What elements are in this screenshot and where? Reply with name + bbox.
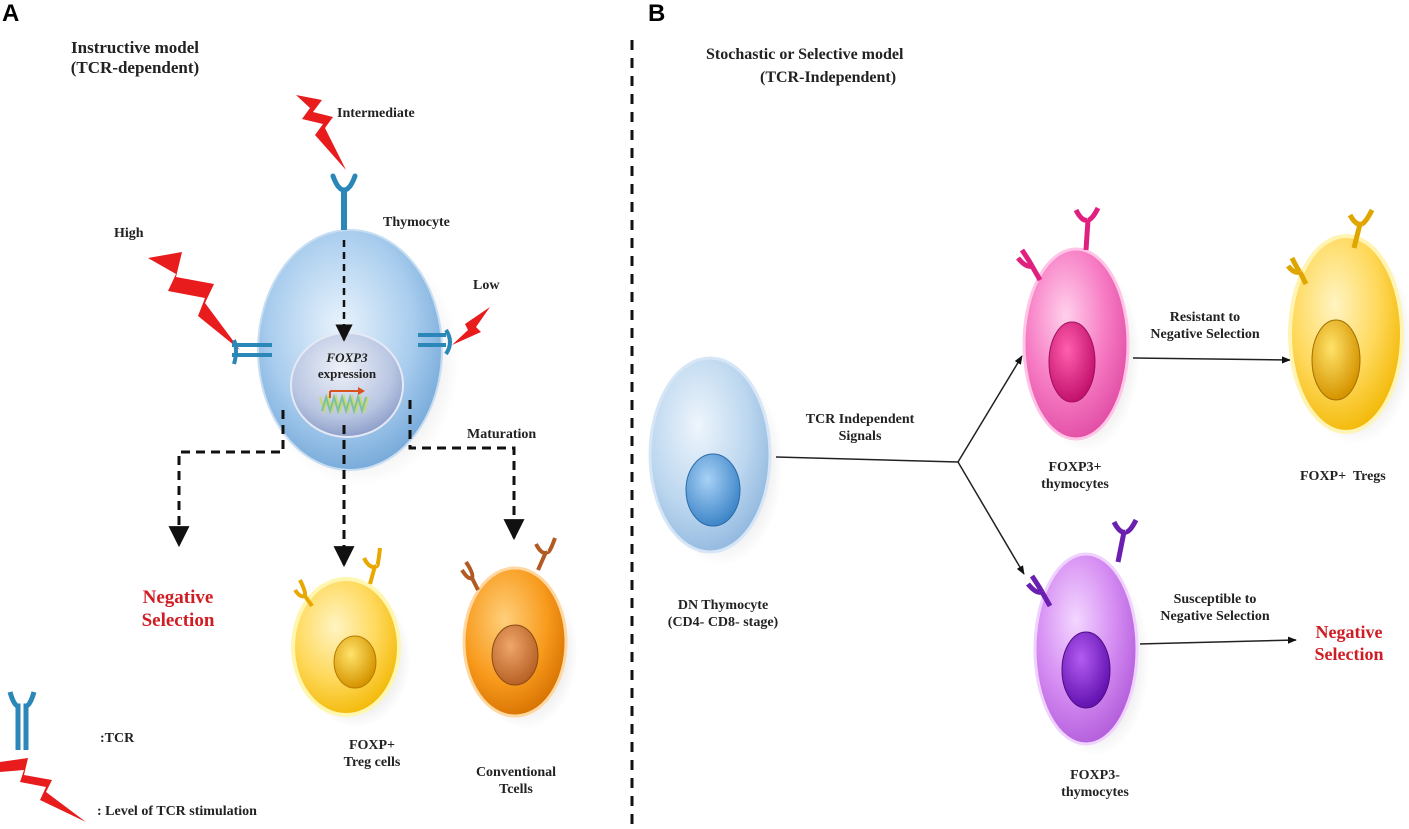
tcr-top-icon [333, 176, 355, 230]
conventional-nucleus [491, 624, 539, 686]
panel-a-letter: A [2, 0, 20, 27]
label-susceptible: Susceptible to Negative Selection [1140, 592, 1290, 626]
legend-tcr-icon [7, 691, 37, 750]
panel-a-title-line2: (TCR-dependent) [70, 58, 200, 78]
foxp3pos-line1: FOXP3+ [1048, 460, 1102, 475]
tcr-left-icon [230, 339, 272, 365]
label-negative-selection-a: Negative Selection [118, 587, 238, 633]
treg-tcr-icon [293, 547, 382, 608]
nucleus-label: FOXP3 expression [297, 350, 397, 381]
treg-line1: FOXP+ [348, 738, 396, 753]
label-negative-selection-b: Negative Selection [1290, 622, 1408, 665]
foxp3pos-line2: thymocytes [1041, 476, 1109, 492]
arrow-to-foxp3neg [957, 461, 1025, 575]
label-high: High [114, 226, 144, 241]
dn-line2: (CD4- CD8- stage) [667, 614, 779, 630]
label-treg-cells: FOXP+ Treg cells [322, 738, 422, 772]
nucleus-text: expression [317, 365, 377, 381]
foxp3-positive-nucleus [1048, 321, 1096, 403]
label-low: Low [473, 278, 500, 293]
susceptible-line1: Susceptible to [1173, 592, 1257, 607]
path-to-negative [168, 410, 285, 548]
conv-line2: Tcells [499, 781, 533, 797]
nucleus-gene: FOXP3 [326, 350, 368, 365]
legend-tcr-label: :TCR [100, 731, 135, 746]
foxp3-negative-tcr-icon [1026, 518, 1139, 608]
label-foxp3-positive: FOXP3+ thymocytes [1020, 460, 1130, 494]
legend-lightning-icon [0, 758, 86, 822]
label-foxp-tregs: FOXP+ Tregs [1300, 469, 1386, 484]
arrow-to-foxp3pos [957, 355, 1023, 463]
tcr-right-icon [416, 328, 452, 356]
signal-line [775, 456, 959, 463]
label-conventional: Conventional Tcells [456, 765, 576, 799]
panel-b-letter: B [648, 0, 666, 27]
negative-a-line1: Negative [142, 587, 214, 608]
panel-a-title: Instructive model (TCR-dependent) [50, 38, 220, 79]
negative-b-line2: Selection [1314, 643, 1384, 664]
susceptible-line2: Negative Selection [1160, 608, 1270, 624]
dna-icon [319, 393, 369, 415]
lightning-high-icon [148, 252, 240, 350]
panel-a-title-line1: Instructive model [71, 38, 199, 57]
label-thymocyte: Thymocyte [383, 215, 450, 230]
label-foxp3-negative: FOXP3- thymocytes [1040, 768, 1150, 802]
resistant-line2: Negative Selection [1150, 326, 1260, 342]
foxp3-negative-nucleus [1061, 631, 1111, 709]
label-maturation: Maturation [467, 427, 537, 442]
arrow-to-tregs [1132, 356, 1291, 364]
arrow-to-negative-b [1139, 636, 1297, 645]
treg-nucleus [333, 635, 377, 689]
signals-line2: Signals [838, 428, 882, 444]
conv-line1: Conventional [475, 765, 557, 780]
foxp3neg-line1: FOXP3- [1070, 768, 1120, 783]
panel-b-title-line2: (TCR-Independent) [760, 69, 897, 86]
dn-thymocyte-nucleus [685, 453, 741, 527]
treg-line2: Treg cells [343, 754, 401, 770]
thymocyte-nucleus [290, 332, 404, 438]
signals-line1: TCR Independent [805, 412, 915, 427]
treg-nucleus-b [1311, 319, 1361, 401]
label-dn-thymocyte: DN Thymocyte (CD4- CD8- stage) [648, 598, 798, 632]
foxp3neg-line2: thymocytes [1061, 784, 1129, 800]
dn-line1: DN Thymocyte [677, 598, 769, 613]
lightning-intermediate-icon [296, 95, 346, 170]
path-to-conventional [408, 400, 525, 541]
resistant-line1: Resistant to [1169, 310, 1241, 325]
lightning-low-icon [452, 307, 490, 345]
panel-b-title-line1: Stochastic or Selective model [706, 46, 904, 63]
foxp3-positive-tcr-icon [1016, 206, 1101, 282]
label-tcr-independent-signals: TCR Independent Signals [790, 412, 930, 446]
transcription-arrow-icon [329, 387, 365, 398]
negative-b-line1: Negative [1315, 622, 1383, 642]
label-intermediate: Intermediate [337, 106, 415, 121]
label-resistant: Resistant to Negative Selection [1130, 310, 1280, 344]
legend-level-label: : Level of TCR stimulation [97, 804, 257, 819]
conventional-tcr-icon [460, 537, 557, 591]
negative-a-line2: Selection [141, 609, 215, 631]
treg-b-tcr-icon [1286, 208, 1375, 286]
